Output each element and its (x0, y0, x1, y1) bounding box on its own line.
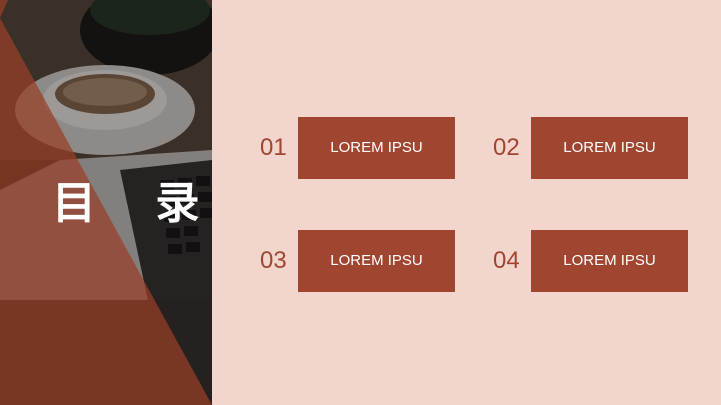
toc-label-button[interactable]: LOREM IPSU (531, 117, 688, 179)
plant-icon (80, 0, 212, 75)
toc-number: 02 (493, 134, 520, 161)
keyboard-icon (120, 160, 212, 310)
page-title: 目 录 (52, 178, 212, 229)
toc-label-button[interactable]: LOREM IPSU (298, 117, 455, 179)
toc-number: 04 (493, 247, 520, 274)
background-photo: 目 录 (0, 0, 212, 405)
toc-label-button[interactable]: LOREM IPSU (531, 230, 688, 292)
toc-number: 03 (260, 247, 287, 274)
coffee-cup-icon (15, 65, 195, 155)
toc-number: 01 (260, 134, 287, 161)
desk-photo-illustration (0, 0, 212, 405)
accent-triangle (0, 18, 212, 405)
toc-label-button[interactable]: LOREM IPSU (298, 230, 455, 292)
